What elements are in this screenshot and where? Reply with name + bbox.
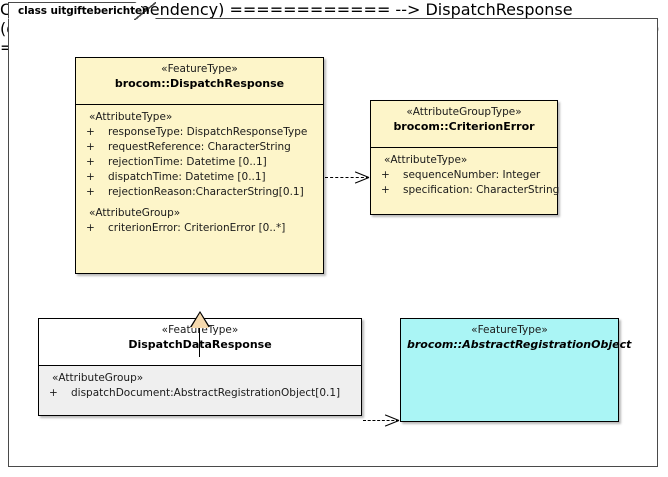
class-name: brocom::AbstractRegistrationObject (407, 338, 632, 351)
attribute-row: + sequenceNumber: Integer (375, 168, 553, 183)
attribute-text: sequenceNumber: Integer (403, 169, 541, 181)
attribute-text: requestReference: CharacterString (108, 141, 291, 153)
class-name: brocom::CriterionError (393, 120, 535, 133)
title-tab-slant-edge (134, 2, 156, 20)
attribute-text: dispatchDocument:AbstractRegistrationObj… (71, 387, 341, 399)
class-compartment-divider (39, 365, 361, 366)
generalization-triangle-icon (191, 312, 209, 328)
diagram-title-tab[interactable]: class uitgifteberichten (8, 2, 156, 20)
attribute-group-label: «AttributeGroup» (52, 372, 144, 384)
diagram-title-label: class uitgifteberichten (18, 5, 150, 17)
attribute-group-label: «AttributeGroup» (89, 207, 181, 219)
visibility-marker: + (86, 171, 95, 183)
attribute-text: rejectionTime: Datetime [0..1] (108, 156, 267, 168)
attribute-text: rejectionReason:CharacterString[0.1] (108, 186, 304, 198)
class-box-abstract-registration-object[interactable]: «FeatureType» brocom::AbstractRegistrati… (400, 318, 632, 422)
class-header-abstract-registration-object: «FeatureType» brocom::AbstractRegistrati… (401, 319, 632, 365)
attribute-text: specification: CharacterString (403, 184, 560, 196)
attribute-row: + rejectionTime: Datetime [0..1] (80, 155, 319, 170)
class-stereotype: «FeatureType» (471, 324, 548, 336)
generalization-line (199, 327, 201, 357)
visibility-marker: + (86, 141, 95, 153)
class-box-dispatch-response[interactable]: «FeatureType» brocom::DispatchResponse «… (75, 57, 324, 274)
attribute-row: + responseType: DispatchResponseType (80, 125, 319, 140)
attribute-row: + dispatchDocument:AbstractRegistrationO… (43, 386, 357, 401)
class-header-dispatch-response: «FeatureType» brocom::DispatchResponse (76, 58, 323, 104)
attribute-row: + requestReference: CharacterString (80, 140, 319, 155)
attribute-row: + dispatchTime: Datetime [0..1] (80, 170, 319, 185)
attribute-group-label: «AttributeType» (384, 154, 468, 166)
visibility-marker: + (86, 186, 95, 198)
class-attributes-dispatch-data-response: «AttributeGroup» + dispatchDocument:Abst… (39, 366, 361, 407)
class-attributes-criterion-error: «AttributeType» + sequenceNumber: Intege… (371, 148, 559, 204)
visibility-marker: + (86, 156, 95, 168)
class-box-criterion-error[interactable]: «AttributeGroupType» brocom::CriterionEr… (370, 100, 559, 215)
visibility-marker: + (49, 387, 58, 399)
dependency-dashed-line (363, 420, 399, 421)
attribute-text: dispatchTime: Datetime [0..1] (108, 171, 266, 183)
class-box-dispatch-data-response[interactable]: «FeatureType» DispatchDataResponse «Attr… (38, 318, 362, 416)
class-compartment-divider (371, 147, 557, 148)
class-stereotype: «AttributeGroupType» (406, 106, 522, 118)
class-attributes-dispatch-response: «AttributeType» + responseType: Dispatch… (76, 105, 323, 242)
attribute-row: + specification: CharacterString (375, 183, 559, 198)
visibility-marker: + (381, 184, 390, 196)
attribute-row: + rejectionReason:CharacterString[0.1] (80, 185, 319, 200)
class-name: brocom::DispatchResponse (114, 77, 285, 90)
dependency-dashed-line (325, 177, 369, 178)
attribute-row: + criterionError: CriterionError [0..*] (80, 221, 319, 236)
class-stereotype: «FeatureType» (161, 63, 238, 75)
class-header-criterion-error: «AttributeGroupType» brocom::CriterionEr… (371, 101, 557, 147)
visibility-marker: + (86, 126, 95, 138)
attribute-text: responseType: DispatchResponseType (108, 126, 308, 138)
visibility-marker: + (86, 222, 95, 234)
class-compartment-divider (76, 104, 323, 105)
attribute-text: criterionError: CriterionError [0..*] (108, 222, 286, 234)
visibility-marker: + (381, 169, 390, 181)
attribute-group-label: «AttributeType» (89, 111, 173, 123)
